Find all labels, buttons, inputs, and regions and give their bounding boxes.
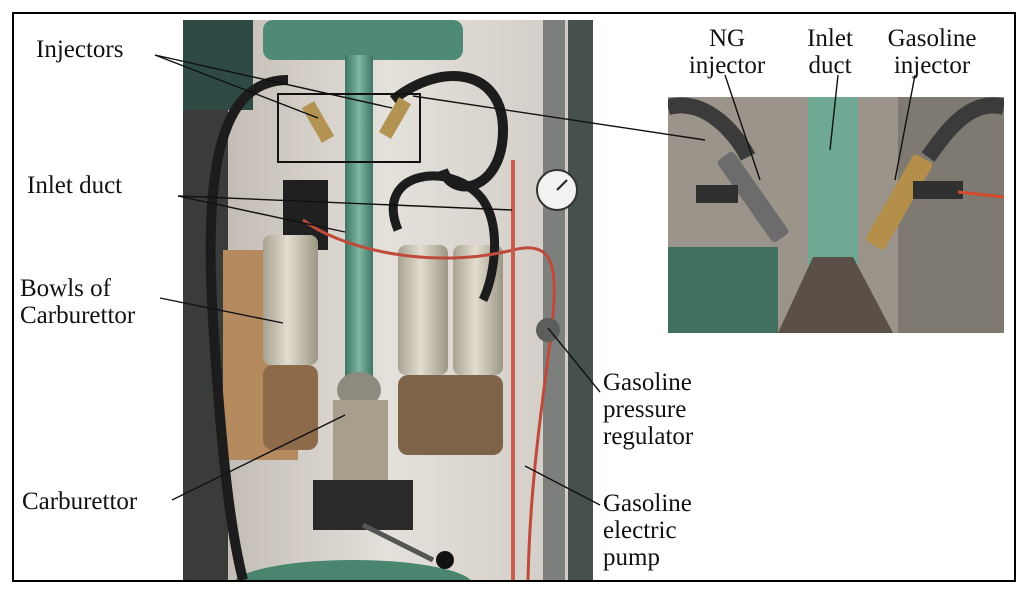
label-inlet-duct: Inlet duct bbox=[27, 172, 123, 199]
label-ng-injector: NG injector bbox=[672, 25, 782, 79]
label-gas-inj-line1: Gasoline bbox=[887, 25, 977, 52]
label-inlet-duct-detail: Inlet duct bbox=[790, 25, 870, 79]
label-gasoline-injector: Gasoline injector bbox=[872, 25, 992, 79]
label-gasoline-electric-pump: Gasoline electric pump bbox=[603, 490, 692, 571]
main-photo bbox=[183, 20, 593, 580]
label-gas-inj-line2: injector bbox=[893, 52, 971, 79]
label-pump-line3: pump bbox=[603, 544, 660, 571]
label-gasoline-pressure-regulator: Gasoline pressure regulator bbox=[603, 369, 693, 450]
label-pump-line2: electric bbox=[603, 517, 677, 544]
label-bowls-of-carburettor: Bowls of Carburettor bbox=[20, 275, 135, 329]
label-bowls-line2: Carburettor bbox=[20, 302, 136, 329]
label-pressure-line3: regulator bbox=[603, 423, 694, 450]
label-ng-line2: injector bbox=[688, 52, 766, 79]
label-inlet-detail-line1: Inlet bbox=[807, 25, 853, 52]
label-ng-line1: NG bbox=[708, 25, 746, 52]
inset-photo-illustration bbox=[668, 97, 1004, 333]
label-pressure-line1: Gasoline bbox=[603, 369, 692, 396]
main-photo-illustration bbox=[183, 20, 593, 580]
label-injectors: Injectors bbox=[36, 36, 124, 63]
inset-photo bbox=[668, 97, 1004, 333]
label-inlet-detail-line2: duct bbox=[808, 52, 852, 79]
label-pump-line1: Gasoline bbox=[603, 490, 692, 517]
label-pressure-line2: pressure bbox=[603, 396, 687, 423]
label-carburettor: Carburettor bbox=[22, 488, 138, 515]
label-bowls-line1: Bowls of bbox=[20, 275, 111, 302]
